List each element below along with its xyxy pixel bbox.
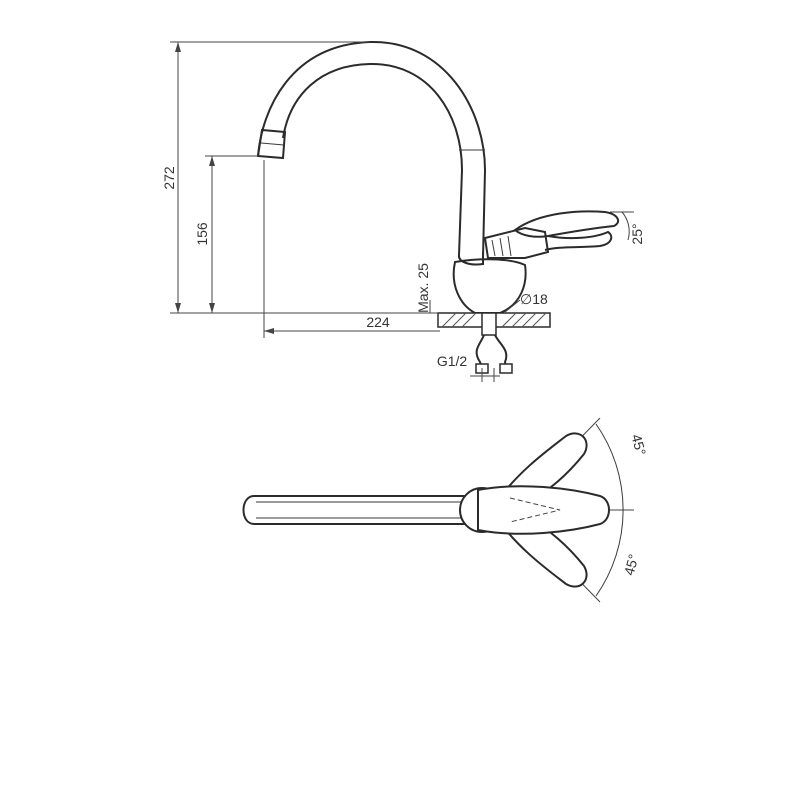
lever-center-dashed [509, 497, 561, 523]
housing-rib-3 [507, 235, 512, 257]
lever-center-position [477, 485, 610, 535]
hose-nut-right [499, 363, 513, 374]
label-reach: 224 [366, 314, 390, 330]
hose-right [494, 334, 508, 369]
label-hole-diameter: ∅18 [520, 291, 548, 307]
mounting-stud [481, 312, 497, 336]
side-view: 272 156 224 Max. 25 ∅18 25° G1/2 [161, 40, 645, 382]
hose-left [475, 334, 485, 369]
countertop-hatching [441, 312, 547, 328]
aerator [256, 128, 287, 160]
label-swing-right: 45° [621, 552, 642, 577]
label-lever-angle: 25° [629, 223, 645, 244]
label-spout-height: 156 [194, 222, 210, 246]
lever-handle [513, 210, 620, 238]
spout-outer [257, 40, 487, 259]
label-thread: G1/2 [437, 353, 468, 369]
spout-collar [458, 252, 484, 266]
leader-diameter [504, 299, 521, 313]
cartridge-housing [483, 226, 550, 259]
spout-inner [282, 62, 464, 256]
lever-lower-position [496, 519, 588, 588]
arrow-156-bottom [209, 303, 215, 313]
housing-rib-1 [491, 239, 496, 257]
spout-plan-inner [256, 501, 462, 519]
arrow-272-top [175, 42, 181, 52]
lever-upper-position [496, 432, 588, 501]
arrow-272-bottom [175, 303, 181, 313]
spout-plan [242, 495, 477, 525]
label-max-thickness: Max. 25 [415, 263, 431, 313]
label-swing-left: 45° [628, 432, 649, 457]
mixer-body [452, 258, 527, 314]
top-view: 45° 45° [242, 417, 649, 603]
arrow-224-left [264, 328, 274, 334]
label-height-total: 272 [161, 166, 177, 190]
aerator-ring [260, 142, 285, 146]
arrow-156-top [209, 156, 215, 166]
lever-underside [544, 230, 613, 251]
arc-lever-angle [621, 211, 630, 241]
housing-rib-2 [499, 237, 504, 257]
